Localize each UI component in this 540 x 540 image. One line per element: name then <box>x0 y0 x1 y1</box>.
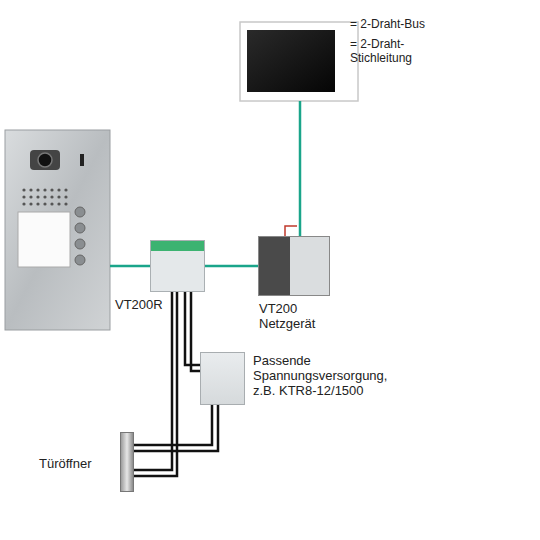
wire <box>134 292 172 470</box>
wire-connector <box>185 292 200 371</box>
red-wire <box>285 226 297 236</box>
wire-connector <box>205 266 258 267</box>
wire <box>134 292 177 476</box>
wire-connector <box>134 292 177 476</box>
wire-connector <box>134 405 218 451</box>
node-label: VT200 Netzgerät <box>259 301 337 331</box>
wire <box>134 405 212 445</box>
node-label: Türöffner <box>39 456 115 471</box>
bus-wire <box>299 101 302 236</box>
wire <box>191 292 200 371</box>
power-supply: Passende Spannungsversorgung, z.B. KTR8-… <box>200 352 245 405</box>
node-label: VT200R <box>115 297 175 312</box>
bus-wire <box>110 265 150 268</box>
relay-module: VT200R <box>150 240 205 292</box>
node-label: Passende Spannungsversorgung, z.B. KTR8-… <box>253 353 408 398</box>
power-unit: VT200 Netzgerät <box>258 236 330 296</box>
legend-text: = 2-Draht- Stichleitung <box>350 37 430 65</box>
legend-text: = 2-Draht-Bus <box>350 17 500 31</box>
wire <box>185 292 200 365</box>
door-station <box>5 130 110 330</box>
wire <box>205 265 258 268</box>
door-opener: Türöffner <box>120 432 134 492</box>
monitor <box>240 22 358 101</box>
wire <box>134 405 218 451</box>
